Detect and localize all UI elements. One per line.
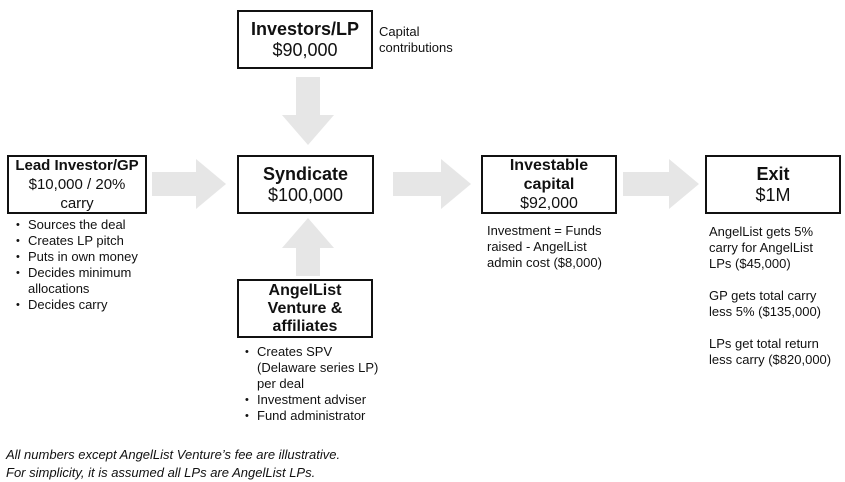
exit-note-line: LPs ($45,000) [709,256,791,271]
list-item: Fund administrator [244,408,394,424]
angellist-title: AngelList [268,281,342,299]
exit-note-line: less 5% ($135,000) [709,304,822,319]
syndicate-title: Syndicate [262,163,349,184]
arrow-down-investors-to-syndicate [282,77,334,145]
exit-note-line: less carry ($820,000) [709,352,832,367]
list-item: Creates LP pitch [15,233,155,249]
exit-note-line: carry for AngelList [709,240,814,255]
angellist-bullets: Creates SPV (Delaware series LP) per dea… [244,344,394,424]
investable-note-line: raised - AngelList [487,239,587,254]
investable-note: Investment = Funds raised - AngelList ad… [487,223,602,271]
list-item: Puts in own money [15,249,155,265]
exit-note: AngelList gets 5% carry for AngelList LP… [709,224,831,368]
list-item: Sources the deal [15,217,155,233]
lead-investor-value: $10,000 / 20% [28,175,126,193]
investors-note: Capital contributions [379,24,453,56]
lead-investor-title: Lead Investor/GP [15,156,139,174]
angellist-box: AngelList Venture & affiliates [237,279,373,338]
arrow-right-lead-to-syndicate [152,159,226,209]
list-item: Decides minimum allocations [15,265,155,297]
arrow-right-syndicate-to-investable [393,159,471,209]
investable-value: $92,000 [520,195,578,212]
exit-note-line: LPs get total return [709,336,819,351]
syndicate-box: Syndicate $100,000 [237,155,374,214]
exit-title: Exit [756,163,790,184]
syndicate-value: $100,000 [267,184,344,205]
investable-title: Investable [509,157,589,174]
list-item: Decides carry [15,297,155,313]
list-item: Investment adviser [244,392,394,408]
investable-title: capital [523,176,575,193]
investors-note-line: Capital [379,24,420,39]
exit-box: Exit $1M [705,155,841,214]
lead-investor-bullets: Sources the deal Creates LP pitch Puts i… [15,217,155,313]
footnote-line: For simplicity, it is assumed all LPs ar… [6,465,316,480]
investors-box: Investors/LP $90,000 [237,10,373,69]
investors-note-line: contributions [379,40,453,55]
lead-investor-box: Lead Investor/GP $10,000 / 20% carry [7,155,147,214]
arrow-up-angellist-to-syndicate [282,218,334,276]
investors-title: Investors/LP [250,18,360,39]
lead-investor-value: carry [60,194,94,212]
investable-note-line: admin cost ($8,000) [487,255,602,270]
footnote-line: All numbers except AngelList Venture’s f… [6,447,341,462]
investors-value: $90,000 [272,39,338,60]
angellist-title: Venture & [267,299,343,317]
list-item: Creates SPV (Delaware series LP) per dea… [244,344,394,392]
angellist-title: affiliates [272,317,338,335]
investable-note-line: Investment = Funds [487,223,602,238]
exit-note-line: AngelList gets 5% [709,224,814,239]
exit-note-line: GP gets total carry [709,288,817,303]
arrow-right-investable-to-exit [623,159,699,209]
investable-capital-box: Investable capital $92,000 [481,155,617,214]
exit-value: $1M [755,184,791,205]
footnote: All numbers except AngelList Venture’s f… [6,446,340,482]
